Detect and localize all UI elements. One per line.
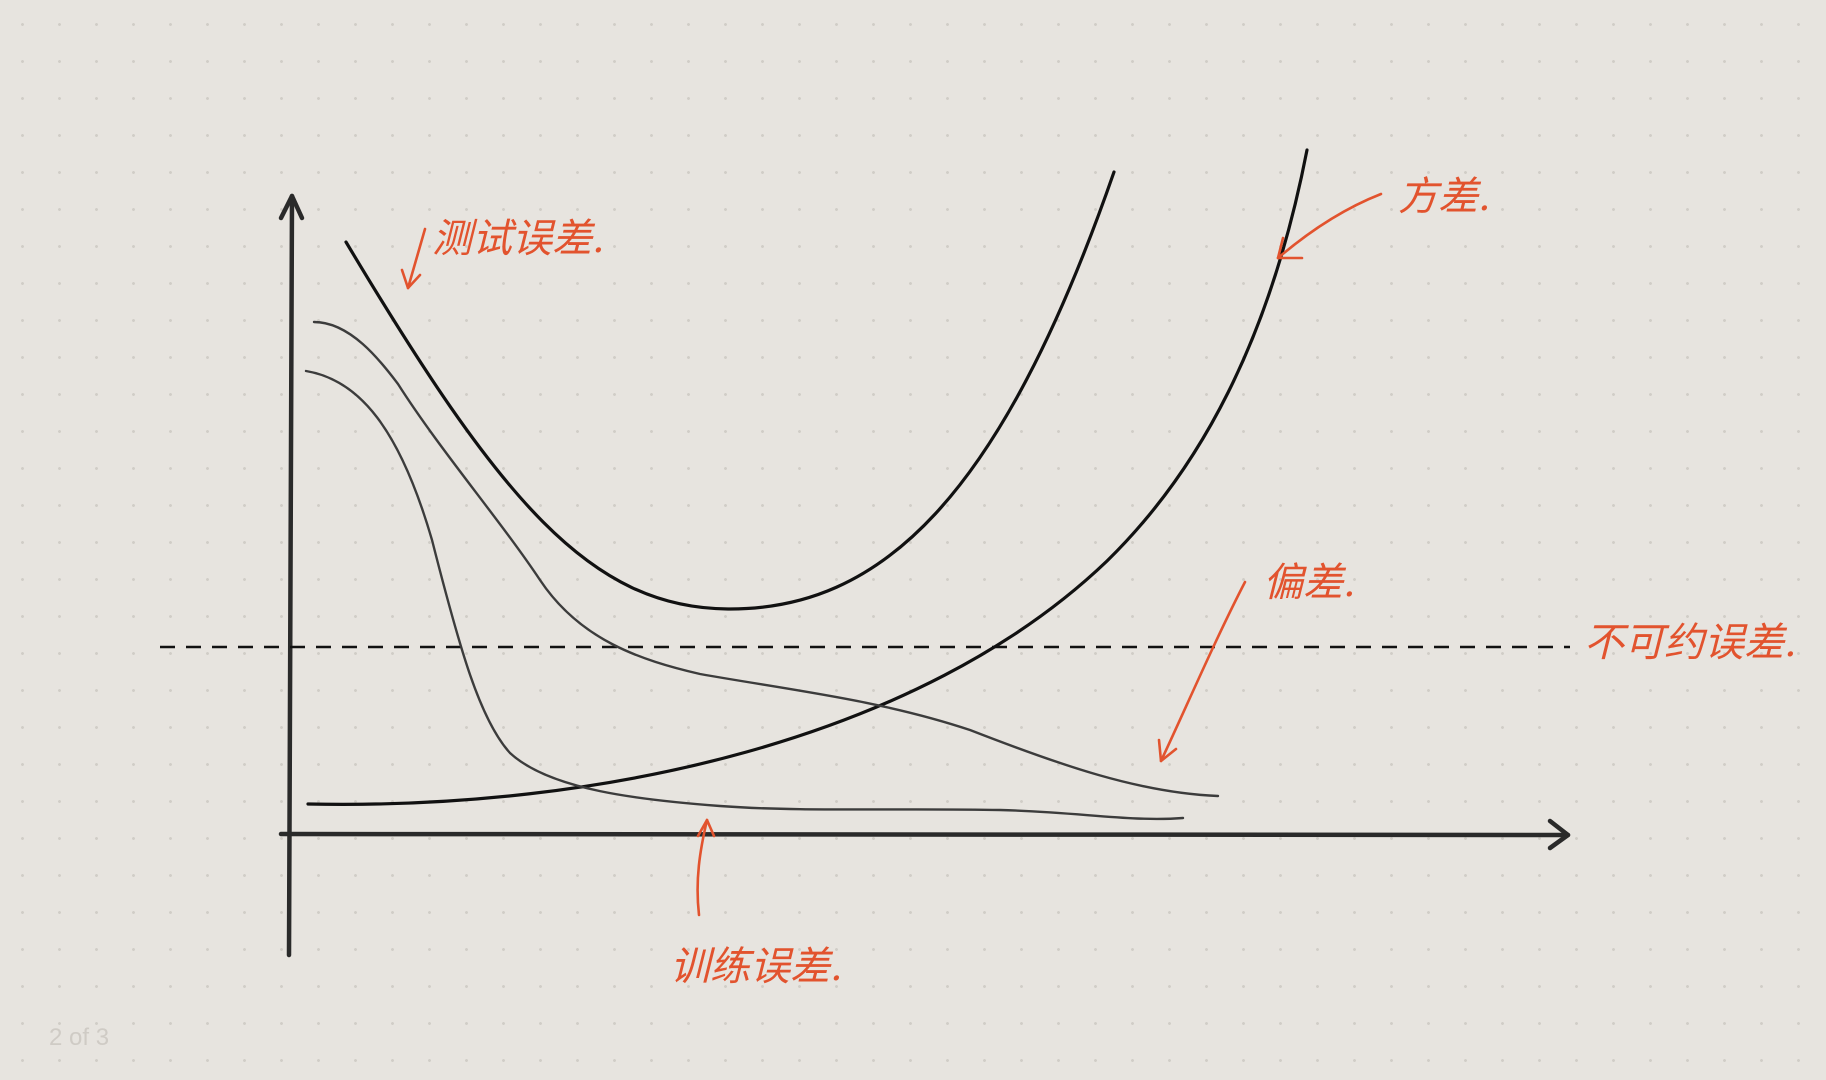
x-axis-arrowhead xyxy=(1547,818,1571,851)
page-indicator: 2 of 3 xyxy=(49,1024,110,1051)
variance-arrowhead xyxy=(1276,236,1304,260)
test-error-curve xyxy=(344,170,1116,611)
y-axis xyxy=(286,193,295,958)
train-error-arrowhead xyxy=(696,818,716,838)
bias-arrowhead xyxy=(1157,738,1178,763)
variance-arrow xyxy=(1276,192,1383,260)
bias-curve xyxy=(312,320,1220,798)
train-error-curve xyxy=(304,369,1185,821)
test-error-arrow xyxy=(406,227,427,290)
variance-curve xyxy=(306,148,1309,806)
irreducible-error-label: 不可约误差. xyxy=(1584,620,1797,666)
variance-label: 方差. xyxy=(1398,174,1491,220)
y-axis-arrowhead xyxy=(278,193,305,221)
x-axis xyxy=(278,831,1571,838)
bias-arrow xyxy=(1159,580,1247,763)
bias-label: 偏差. xyxy=(1263,560,1356,606)
test-error-arrowhead xyxy=(400,268,422,290)
train-error-label: 训练误差. xyxy=(670,944,843,990)
test-error-label: 测试误差. xyxy=(432,216,605,262)
train-error-arrow xyxy=(696,818,709,917)
